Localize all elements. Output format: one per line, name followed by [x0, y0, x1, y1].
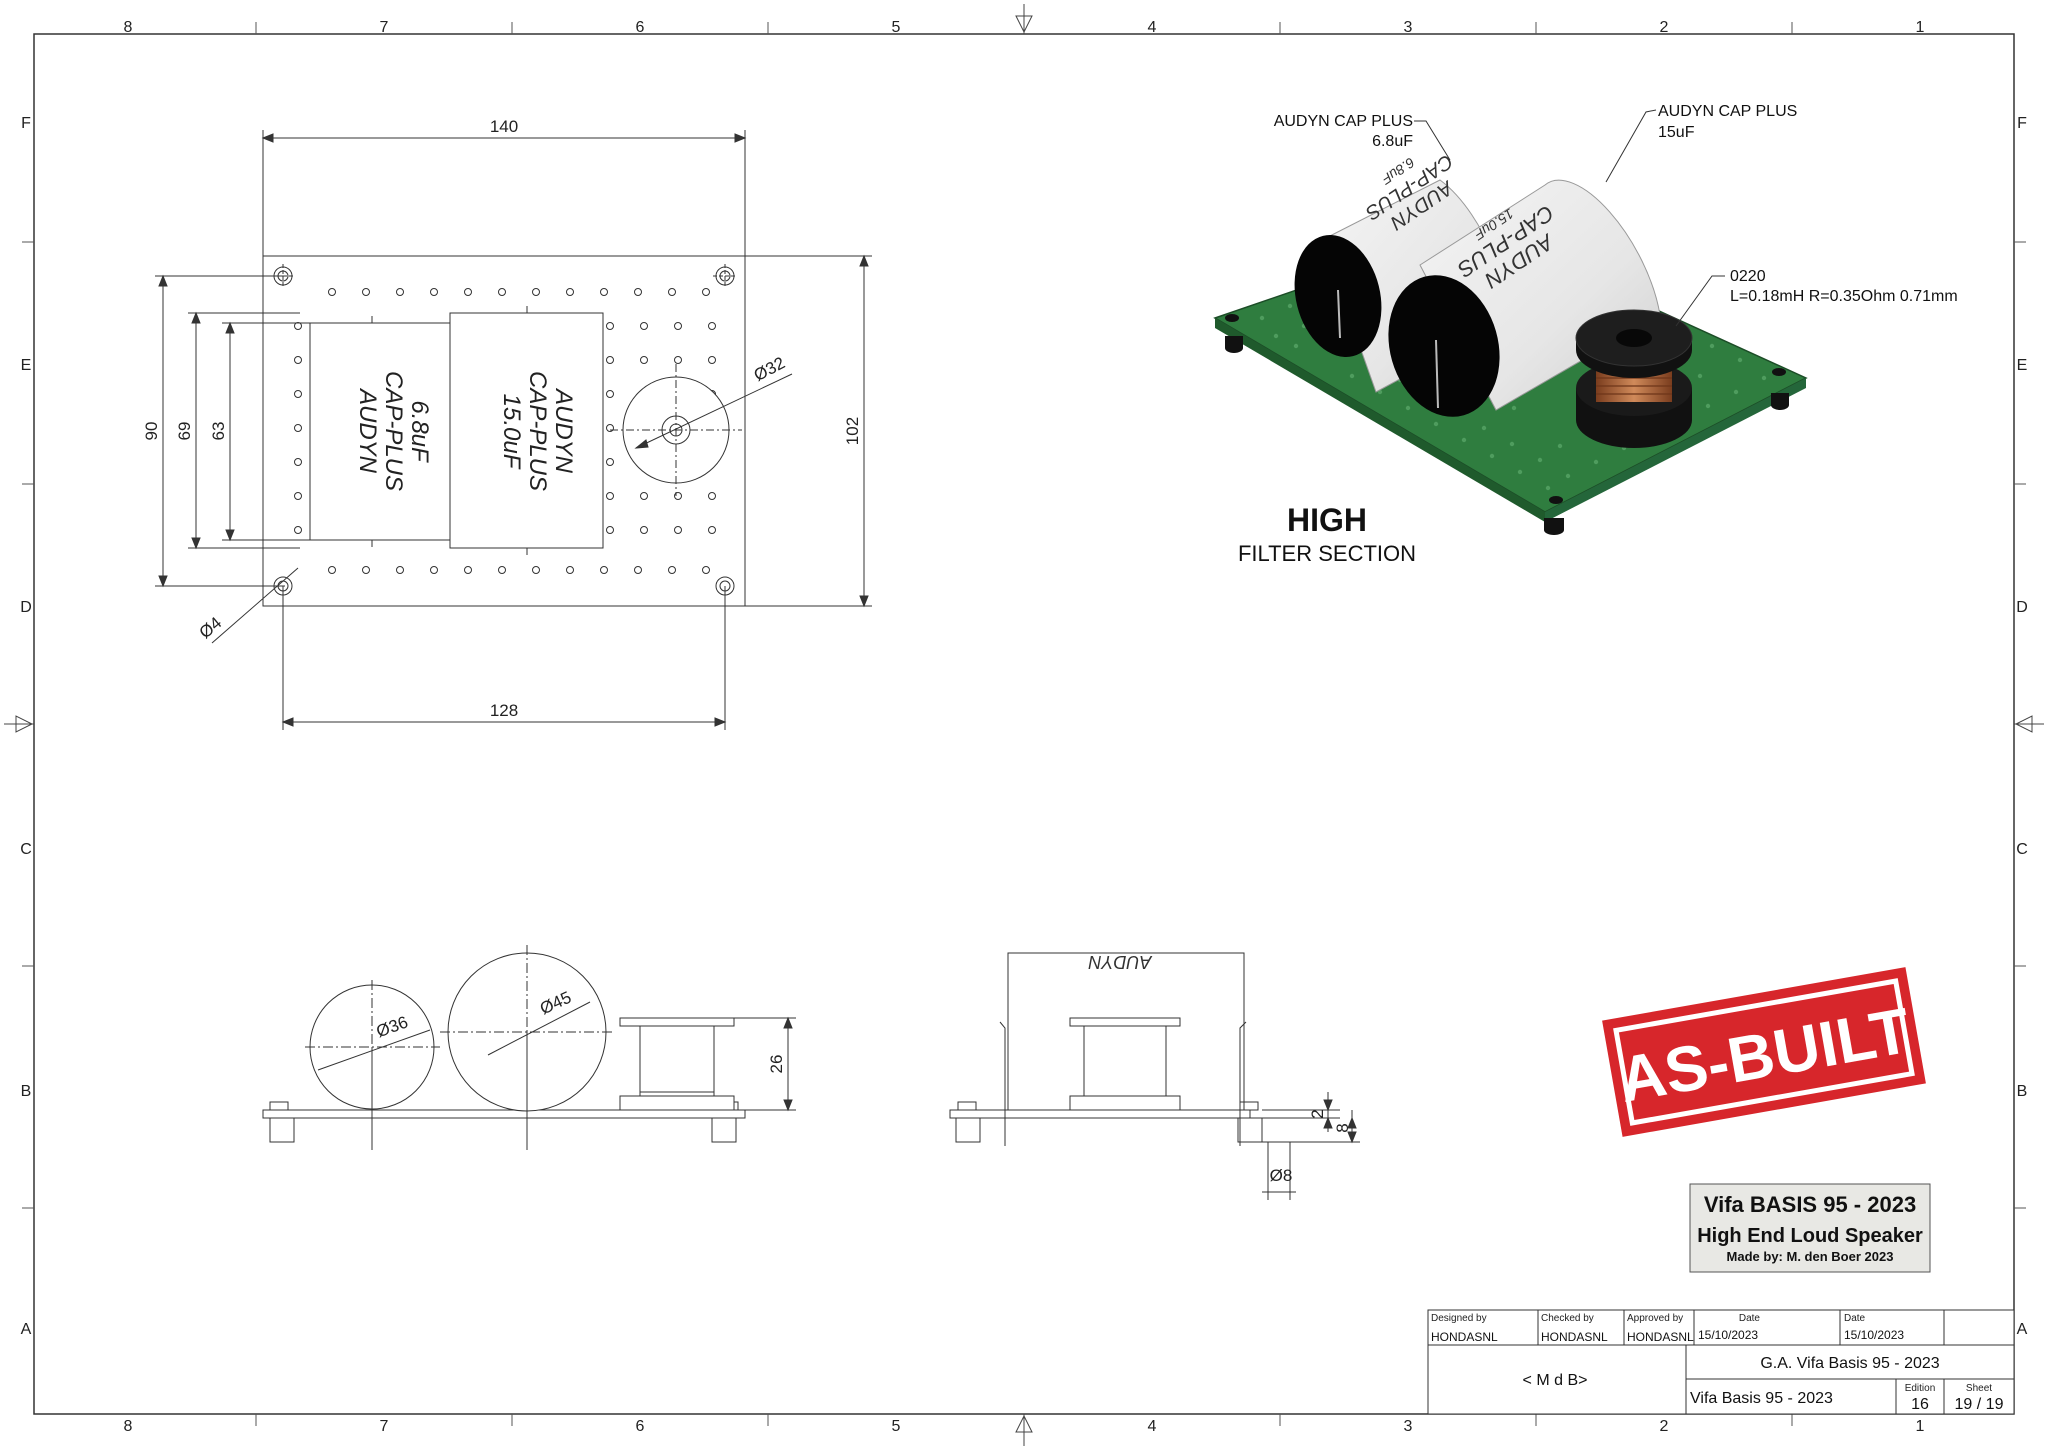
dim-coil-dia: Ø32: [751, 353, 788, 385]
zone-labels: 8 7 6 5 4 3 2 1 8 7 6 5 4 3 2 1 F E D C …: [20, 19, 2028, 1435]
zone-col-top: 4: [1148, 19, 1157, 36]
dim-height-69: 69: [175, 422, 194, 441]
tb-date-1: 15/10/2023: [1698, 1328, 1758, 1342]
coil-top: [610, 364, 793, 496]
zone-col-bottom: 2: [1660, 1418, 1669, 1435]
tb-checked-by: HONDASNL: [1541, 1330, 1608, 1344]
cap-small-top: [309, 322, 451, 541]
iso-coil-label-2: L=0.18mH R=0.35Ohm 0.71mm: [1730, 288, 1958, 305]
zone-col-top: 7: [380, 19, 389, 36]
iso-view: AUDYN CAP-PLUS 6.8uF AUDYN CAP-PLUS 15.0…: [1213, 109, 1808, 535]
cap-small-value: 6.8uF: [406, 400, 433, 463]
project-subtitle: High End Loud Speaker: [1697, 1225, 1923, 1247]
tb-designed-by: HONDASNL: [1431, 1330, 1498, 1344]
tb-edition: 16: [1911, 1396, 1929, 1413]
tb-drawing-name: Vifa Basis 95 - 2023: [1690, 1390, 1833, 1407]
tb-sheet: 19 / 19: [1955, 1396, 2004, 1413]
zone-row-left: B: [21, 1083, 32, 1100]
front-board: [262, 1109, 746, 1119]
zone-row-right: E: [2017, 357, 2028, 374]
tb-approved-by: HONDASNL: [1627, 1330, 1694, 1344]
dim-width: 140: [490, 117, 518, 136]
as-built-stamp: AS-BUILT: [1602, 967, 1926, 1137]
zone-row-left: C: [20, 841, 32, 858]
dim-height-outer: 90: [142, 422, 161, 441]
cap-large-top: [449, 312, 604, 549]
cap-large-brand: AUDYN: [550, 387, 577, 474]
tb-checked-by-label: Checked by: [1541, 1313, 1594, 1324]
zone-row-right: F: [2017, 115, 2027, 132]
tb-approved-by-label: Approved by: [1627, 1313, 1683, 1324]
dim-side-foot: Ø8: [1270, 1166, 1293, 1185]
title-block: [1427, 1309, 2015, 1415]
tb-sheet-label: Sheet: [1966, 1383, 1992, 1394]
perforation-grid: [294, 288, 716, 574]
project-author: Made by: M. den Boer 2023: [1727, 1249, 1894, 1264]
iso-coil-label-1: 0220: [1730, 268, 1766, 285]
cap-large-model: CAP-PLUS: [524, 371, 551, 491]
zone-row-right: A: [2017, 1321, 2028, 1338]
cap-small-model: CAP-PLUS: [380, 371, 407, 491]
mount-holes: [271, 264, 737, 596]
zone-col-top: 8: [124, 19, 133, 36]
dim-height-board: 102: [843, 417, 862, 445]
side-view: [949, 952, 1360, 1200]
tb-date-2: 15/10/2023: [1844, 1328, 1904, 1342]
dim-hole-span: 128: [490, 701, 518, 720]
dim-side-8: 8: [1333, 1123, 1352, 1132]
tb-drawing-title: G.A. Vifa Basis 95 - 2023: [1760, 1355, 1939, 1372]
tb-date-label-2: Date: [1844, 1313, 1866, 1324]
dim-side-2: 2: [1308, 1109, 1327, 1118]
tb-company: < M d B>: [1523, 1372, 1588, 1389]
cap-small-brand: AUDYN: [354, 387, 381, 474]
iso-coil: [1575, 309, 1693, 448]
zone-row-right: B: [2017, 1083, 2028, 1100]
zone-col-bottom: 5: [892, 1418, 901, 1435]
iso-cap-large-label-2: 15uF: [1658, 124, 1695, 141]
zone-row-right: C: [2016, 841, 2028, 858]
zone-col-bottom: 7: [380, 1418, 389, 1435]
project-box: Vifa BASIS 95 - 2023 High End Loud Speak…: [1689, 1183, 1931, 1273]
zone-col-bottom: 1: [1916, 1418, 1925, 1435]
side-cap-print: AUDYN: [1087, 952, 1152, 972]
project-title: Vifa BASIS 95 - 2023: [1704, 1192, 1916, 1217]
section-title: HIGH: [1287, 502, 1367, 538]
cap-small-print: AUDYN CAP-PLUS 6.8uF: [354, 371, 433, 491]
zone-col-bottom: 4: [1148, 1418, 1157, 1435]
zone-row-left: E: [21, 357, 32, 374]
zone-col-top: 1: [1916, 19, 1925, 36]
zone-col-bottom: 6: [636, 1418, 645, 1435]
zone-col-bottom: 8: [124, 1418, 133, 1435]
top-view: [155, 130, 872, 730]
cap-large-print: AUDYN CAP-PLUS 15.0uF: [498, 371, 577, 491]
tb-date-label-1: Date: [1739, 1313, 1761, 1324]
zone-row-left: F: [21, 115, 31, 132]
dim-hole-dia: Ø4: [196, 613, 226, 642]
zone-col-bottom: 3: [1404, 1418, 1413, 1435]
tb-edition-label: Edition: [1905, 1383, 1936, 1394]
dim-height-63: 63: [209, 422, 228, 441]
front-view: [262, 945, 796, 1150]
zone-row-left: A: [21, 1321, 32, 1338]
cap-large-value: 15.0uF: [498, 394, 525, 470]
iso-cap-small-label-2: 6.8uF: [1372, 133, 1413, 150]
zone-col-top: 2: [1660, 19, 1669, 36]
zone-row-right: D: [2016, 599, 2028, 616]
iso-cap-large: [1388, 179, 1661, 417]
board-outline: [262, 255, 746, 607]
zone-col-top: 6: [636, 19, 645, 36]
zone-row-left: D: [20, 599, 32, 616]
dim-coil-height: 26: [767, 1055, 786, 1074]
zone-col-top: 3: [1404, 19, 1413, 36]
zone-col-top: 5: [892, 19, 901, 36]
sheet-border: [4, 4, 2044, 1446]
section-subtitle: FILTER SECTION: [1238, 541, 1416, 566]
tb-designed-by-label: Designed by: [1431, 1313, 1487, 1324]
iso-cap-large-label-1: AUDYN CAP PLUS: [1658, 103, 1797, 120]
iso-cap-small-label-1: AUDYN CAP PLUS: [1274, 113, 1413, 130]
